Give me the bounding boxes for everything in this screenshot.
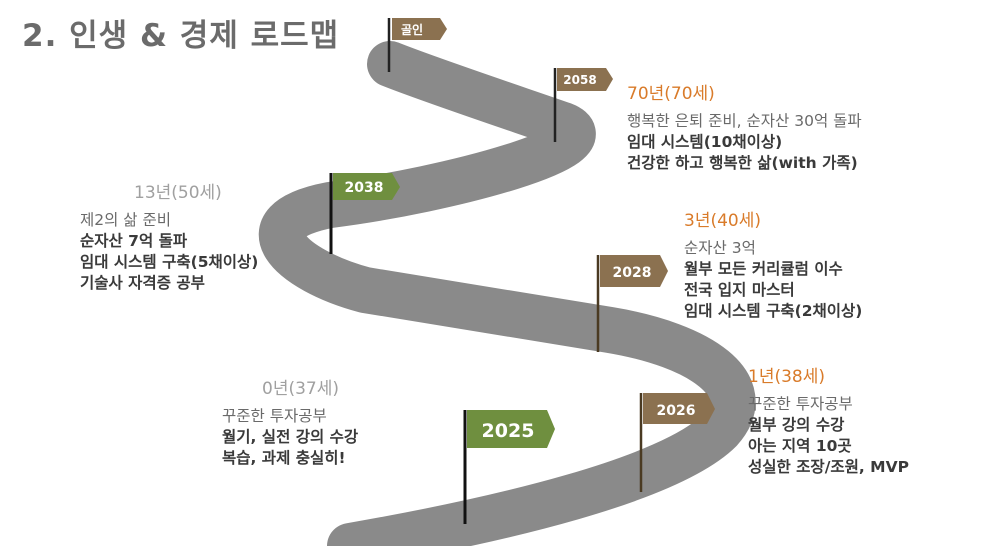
milestone-line: 아는 지역 10곳: [748, 437, 852, 455]
page-title: 2. 인생 & 경제 로드맵: [22, 18, 340, 54]
milestone-heading: 0년(37세): [262, 379, 339, 399]
flag-label: 2028: [613, 265, 652, 281]
flag-2058: 2058: [553, 68, 613, 142]
milestone-line: 순자산 7억 돌파: [80, 232, 188, 250]
flag-banner: [392, 18, 447, 40]
milestone-line: 월부 모든 커리큘럼 이수: [684, 260, 843, 278]
milestone-2038-text: 13년(50세) 제2의 삶 준비 순자산 7억 돌파 임대 시스템 구축(5채…: [80, 180, 258, 294]
milestone-heading: 13년(50세): [134, 183, 222, 203]
milestone-line: 복습, 과제 충실히!: [222, 449, 346, 467]
flag-banner: [643, 393, 715, 424]
milestone-line: 임대 시스템 구축(5채이상): [80, 253, 259, 271]
milestone-line: 제2의 삶 준비: [80, 211, 172, 229]
flag-2038: 2038: [329, 173, 400, 254]
milestone-line: 전국 입지 마스터: [684, 281, 795, 299]
milestone-heading: 1년(38세): [748, 367, 825, 387]
milestone-line: 월기, 실전 강의 수강: [222, 428, 359, 446]
flag-label: 2038: [345, 180, 384, 196]
milestone-line: 성실한 조장/조원, MVP: [748, 458, 909, 476]
flag-label: 골인: [401, 22, 423, 37]
flag-2028: 2028: [596, 255, 668, 352]
milestone-heading: 70년(70세): [627, 84, 715, 104]
road-path: [258, 41, 756, 546]
milestone-line: 건강한 하고 행복한 삶(with 가족): [627, 154, 858, 172]
flag-banner: [557, 68, 613, 91]
milestone-heading: 3년(40세): [684, 211, 761, 231]
milestone-2028-text: 3년(40세) 순자산 3억 월부 모든 커리큘럼 이수 전국 입지 마스터 임…: [684, 208, 862, 322]
flag-label: 2058: [563, 73, 596, 87]
flag-2025: 2025: [463, 410, 555, 524]
milestone-line: 임대 시스템 구축(2채이상): [684, 302, 863, 320]
flag-banner: [333, 173, 400, 200]
milestone-2025-text: 0년(37세) 꾸준한 투자공부 월기, 실전 강의 수강 복습, 과제 충실히…: [222, 376, 358, 469]
milestone-line: 임대 시스템(10채이상): [627, 133, 783, 151]
flag-label: 2026: [657, 403, 696, 419]
milestone-line: 기술사 자격증 공부: [80, 274, 205, 292]
milestone-line: 꾸준한 투자공부: [222, 407, 327, 425]
milestone-line: 월부 강의 수강: [748, 416, 845, 434]
flag-banner: [467, 410, 555, 448]
milestone-2026-text: 1년(38세) 꾸준한 투자공부 월부 강의 수강 아는 지역 10곳 성실한 …: [748, 364, 909, 478]
flag-2026: 2026: [639, 393, 715, 492]
flag-goal: 골인: [387, 18, 447, 72]
flag-label: 2025: [482, 420, 535, 442]
milestone-2058-text: 70년(70세) 행복한 은퇴 준비, 순자산 30억 돌파 임대 시스템(10…: [627, 81, 862, 174]
milestone-line: 꾸준한 투자공부: [748, 395, 853, 413]
milestone-line: 순자산 3억: [684, 239, 756, 257]
flag-banner: [600, 255, 668, 287]
milestone-line: 행복한 은퇴 준비, 순자산 30억 돌파: [627, 112, 862, 130]
